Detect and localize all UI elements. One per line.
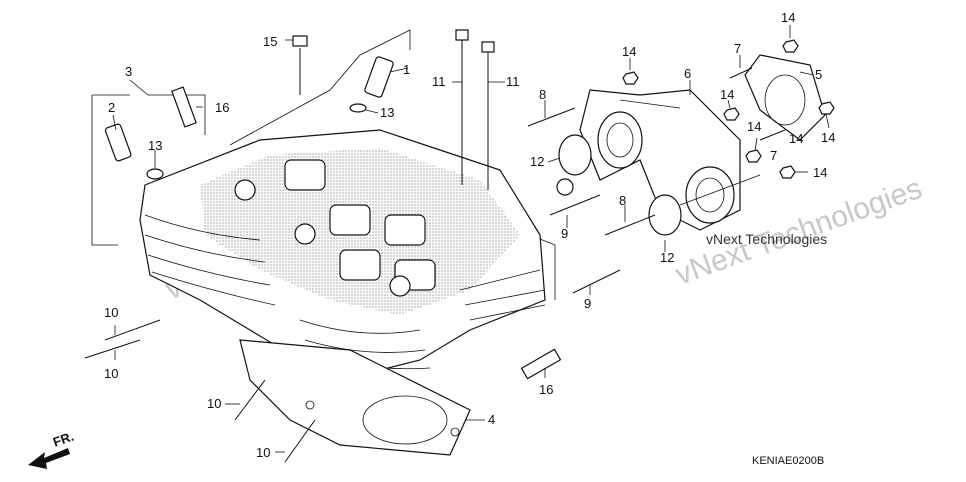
callout-label: 11 [432,74,446,89]
callout-label: 14 [813,165,827,180]
long-bolts [292,29,495,190]
callout-label: 3 [125,64,132,79]
callout-label: 14 [747,119,761,134]
callout-label: 14 [821,130,835,145]
callout-label: 6 [684,66,691,81]
watermark-text-overlay: vNext Technologies [706,231,827,247]
callout-label: 7 [770,148,777,163]
callout-label: 15 [263,34,277,49]
spark-plugs [171,86,562,380]
callout-label: 10 [207,396,221,411]
intake-manifold [558,54,826,236]
callout-label: 14 [789,131,803,146]
callout-label: 8 [619,193,626,208]
studs-10 [84,319,316,463]
callout-label: 14 [781,10,795,25]
callout-label: 2 [108,100,115,115]
callout-label: 12 [530,154,544,169]
callout-label: 13 [380,105,394,120]
callout-label: 4 [488,412,495,427]
callout-label: 9 [584,296,591,311]
callout-label: 11 [506,74,520,89]
callout-label: 10 [104,305,118,320]
callout-label: 12 [660,250,674,265]
leader-lines [112,25,830,453]
fittings [104,56,394,180]
callout-label: 16 [215,100,229,115]
callout-label: 8 [539,87,546,102]
callout-label: 13 [148,138,162,153]
callout-label: 7 [734,41,741,56]
callout-label: 10 [104,366,118,381]
callout-labels: 1 2 3 4 5 6 7 7 8 8 9 9 10 10 10 10 11 1… [104,10,835,460]
diagram-code: KENIAE0200B [752,455,824,467]
callout-label: 14 [720,87,734,102]
nuts-14 [622,39,835,179]
callout-label: 16 [539,382,553,397]
callout-label: 1 [403,62,410,77]
callout-label: 9 [561,226,568,241]
front-label: FR. [51,429,76,450]
callout-label: 5 [815,67,822,82]
callout-label: 14 [622,44,636,59]
callout-label: 10 [256,445,270,460]
cylinder-head [139,129,574,456]
front-arrow-icon [28,448,70,469]
front-arrow: FR. [28,429,76,469]
short-studs [527,67,786,294]
